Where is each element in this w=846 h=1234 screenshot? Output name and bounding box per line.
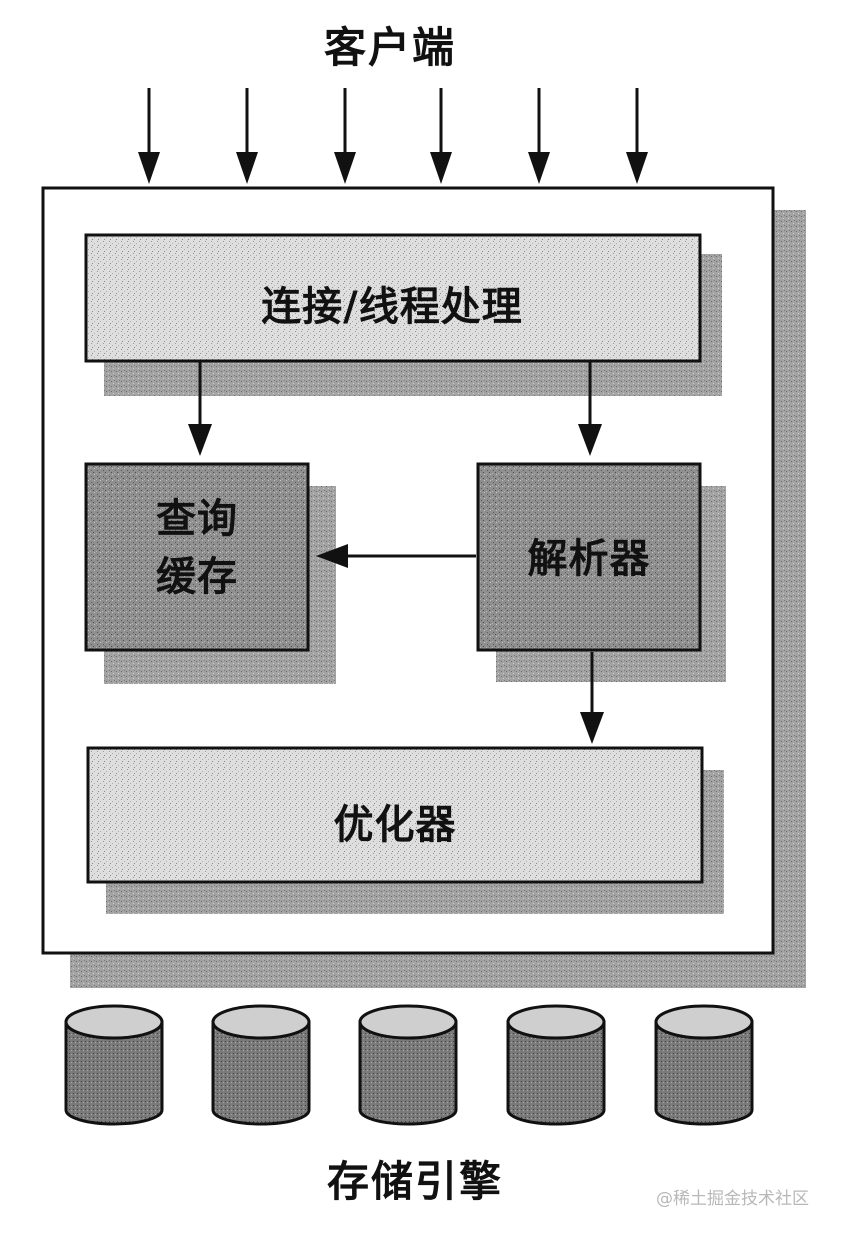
client-arrow: [138, 88, 160, 184]
connection-thread-label: 连接/线程处理: [261, 284, 523, 330]
optimizer-label: 优化器: [333, 802, 457, 848]
storage-cylinder: [358, 1004, 458, 1126]
client-arrow: [626, 88, 648, 184]
parser-label: 解析器: [527, 536, 651, 582]
storage-engine-label: 存储引擎: [326, 1157, 503, 1206]
query-cache-label-line1: 查询: [156, 496, 238, 542]
storage-cylinder: [64, 1004, 164, 1126]
client-arrow: [236, 88, 258, 184]
watermark: @稀土掘金技术社区: [656, 1189, 809, 1209]
arrow-parser-to-cache: [316, 544, 476, 568]
connection-box: [84, 233, 702, 363]
client-arrow: [430, 88, 452, 184]
client-arrows: [138, 88, 648, 184]
parser-box: [476, 462, 702, 652]
client-arrow: [334, 88, 356, 184]
query-cache-box: [84, 462, 310, 652]
storage-cylinder: [211, 1004, 311, 1126]
query-cache-label: 查询 缓存: [86, 490, 308, 606]
optimizer-box: [86, 746, 704, 884]
storage-cylinder: [654, 1004, 754, 1126]
query-cache-label-line2: 缓存: [156, 554, 238, 600]
client-label: 客户端: [323, 23, 456, 72]
storage-cylinder: [506, 1004, 606, 1126]
arrow-parser-to-optimizer: [580, 652, 604, 744]
client-arrow: [528, 88, 550, 184]
arrow-connection-to-cache: [188, 362, 212, 456]
arrow-connection-to-parser: [578, 362, 602, 456]
storage-cylinders: [64, 1004, 754, 1126]
